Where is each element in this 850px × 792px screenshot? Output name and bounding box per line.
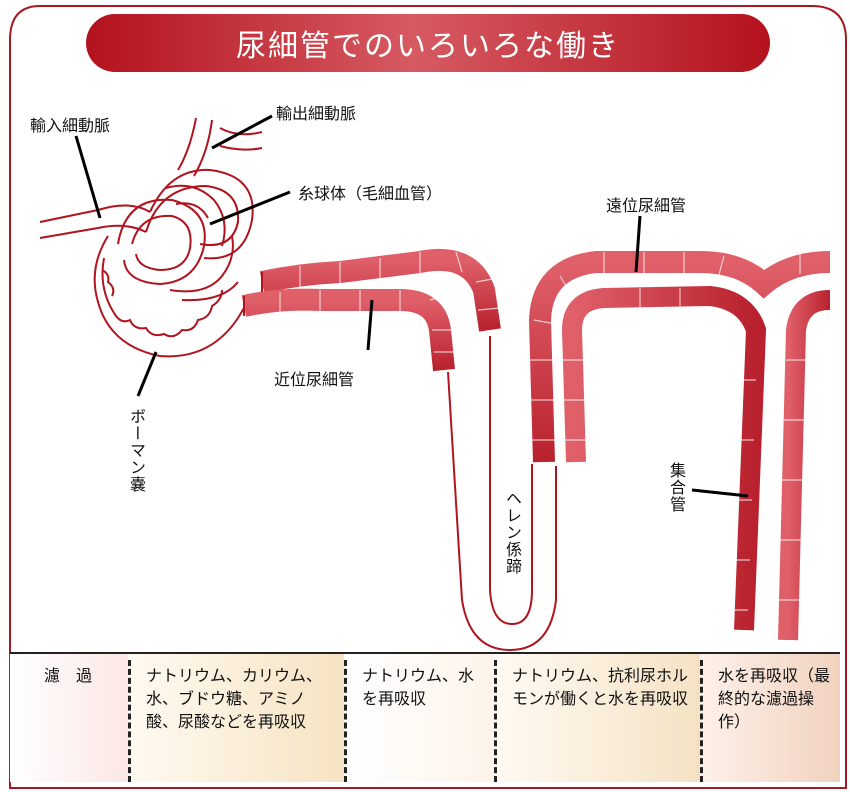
label-glomerulus: 糸球体（毛細血管）	[298, 180, 442, 204]
table-divider	[494, 660, 497, 782]
label-collecting-duct: 集合管	[664, 462, 688, 513]
function-table: 濾 過 ナトリウム、カリウム、水、ブドウ糖、アミノ酸、尿酸などを再吸収 ナトリウ…	[10, 652, 840, 782]
table-cell-distal: ナトリウム、抗利尿ホルモンが働くと水を再吸収	[494, 654, 700, 782]
label-afferent-arteriole: 輸入細動脈	[30, 112, 110, 136]
label-proximal-tubule: 近位尿細管	[274, 366, 354, 390]
collecting-duct	[778, 300, 830, 640]
title-banner: 尿細管でのいろいろな働き	[86, 14, 770, 72]
table-cell-henle: ナトリウム、水を再吸収	[344, 654, 494, 782]
label-efferent-arteriole: 輸出細動脈	[276, 100, 356, 124]
table-cell-proximal: ナトリウム、カリウム、水、ブドウ糖、アミノ酸、尿酸などを再吸収	[128, 654, 344, 782]
table-cell-collecting: 水を再吸収（最終的な濾過操作）	[700, 654, 840, 782]
table-divider	[700, 660, 703, 782]
bowman-capsule	[95, 236, 244, 356]
table-divider	[128, 660, 131, 782]
page-title: 尿細管でのいろいろな働き	[236, 21, 620, 65]
label-distal-tubule: 遠位尿細管	[606, 192, 686, 216]
table-cell-filtration: 濾 過	[10, 654, 128, 782]
table-divider	[344, 660, 347, 782]
label-loop-of-henle: ヘレン係蹄	[500, 490, 524, 575]
label-bowman-capsule: ボーマン嚢	[124, 408, 148, 493]
glomerulus	[118, 170, 253, 300]
